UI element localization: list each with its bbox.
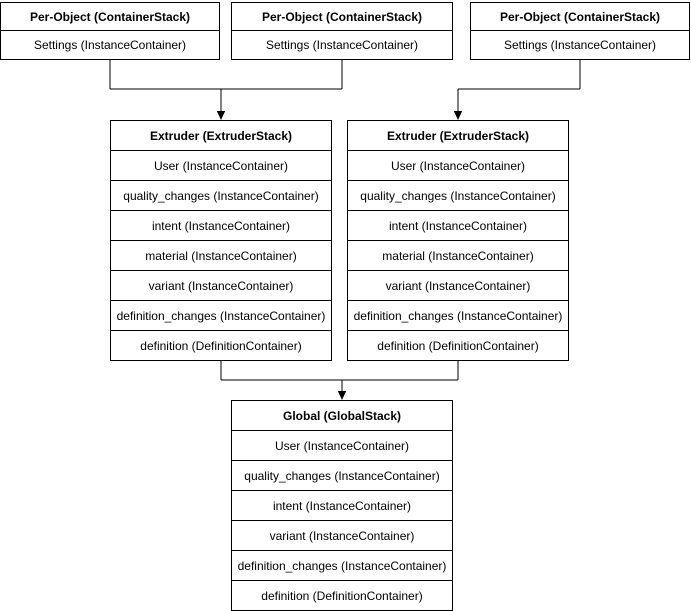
- global-stack-row-definition: definition (DefinitionContainer): [261, 588, 423, 603]
- extruder-stack-2-row-definition-changes: definition_changes (InstanceContainer): [348, 301, 568, 331]
- extruder-stack-2-row-variant: variant (InstanceContainer): [348, 271, 568, 301]
- global-stack-row-intent: intent (InstanceContainer): [232, 491, 452, 521]
- extruder-stack-2-row-intent: intent (InstanceContainer): [348, 211, 568, 241]
- extruder-stack-2-row-quality-changes: quality_changes (InstanceContainer): [348, 181, 568, 211]
- global-stack-row-user: User (InstanceContainer): [232, 431, 452, 461]
- extruder-stack-1-row-material: material (InstanceContainer): [111, 241, 331, 271]
- per-object-stack-2-header: Per-Object (ContainerStack): [232, 3, 452, 31]
- per-object-stack-1-row-settings: Settings (InstanceContainer): [33, 38, 187, 52]
- extruder-stack-1-row-definition: definition (DefinitionContainer): [140, 338, 302, 353]
- per-object-stack-2-row-settings: Settings (InstanceContainer): [265, 38, 419, 52]
- per-object-stack-3-row-settings: Settings (InstanceContainer): [503, 38, 657, 52]
- extruder-stack-1-row-quality-changes: quality_changes (InstanceContainer): [111, 181, 331, 211]
- extruder-stack-1-row-definition-changes: definition_changes (InstanceContainer): [111, 301, 331, 331]
- extruder-stack-1: Extruder (ExtruderStack) User (InstanceC…: [110, 120, 332, 361]
- per-object-stack-2: Per-Object (ContainerStack) Settings (In…: [231, 2, 453, 60]
- per-object-stack-3-header: Per-Object (ContainerStack): [471, 3, 689, 31]
- extruder-stack-2-header: Extruder (ExtruderStack): [348, 121, 568, 151]
- per-object-stack-3: Per-Object (ContainerStack) Settings (In…: [470, 2, 690, 60]
- global-stack-row-quality-changes: quality_changes (InstanceContainer): [232, 461, 452, 491]
- arrowhead-extruder-2: [453, 111, 463, 120]
- extruder-stack-1-header: Extruder (ExtruderStack): [111, 121, 331, 151]
- extruder-stack-2-row-user: User (InstanceContainer): [348, 151, 568, 181]
- connector-per-object-3-to-extruder-2: [457, 60, 581, 111]
- global-stack: Global (GlobalStack) User (InstanceConta…: [231, 400, 453, 611]
- extruder-stack-2: Extruder (ExtruderStack) User (InstanceC…: [347, 120, 569, 361]
- extruder-stack-2-row-material: material (InstanceContainer): [348, 241, 568, 271]
- connector-extruders-to-global: [220, 361, 459, 391]
- extruder-stack-1-row-intent: intent (InstanceContainer): [111, 211, 331, 241]
- per-object-stack-1: Per-Object (ContainerStack) Settings (In…: [0, 2, 220, 60]
- extruder-stack-1-row-variant: variant (InstanceContainer): [111, 271, 331, 301]
- arrowhead-global: [337, 391, 347, 400]
- global-stack-header: Global (GlobalStack): [232, 401, 452, 431]
- global-stack-row-definition-changes: definition_changes (InstanceContainer): [232, 551, 452, 581]
- per-object-stack-1-header: Per-Object (ContainerStack): [1, 3, 219, 31]
- arrowhead-extruder-1: [216, 111, 226, 120]
- global-stack-row-variant: variant (InstanceContainer): [232, 521, 452, 551]
- connector-per-object-12-to-extruder-1: [109, 60, 343, 111]
- extruder-stack-2-row-definition: definition (DefinitionContainer): [377, 338, 539, 353]
- extruder-stack-1-row-user: User (InstanceContainer): [111, 151, 331, 181]
